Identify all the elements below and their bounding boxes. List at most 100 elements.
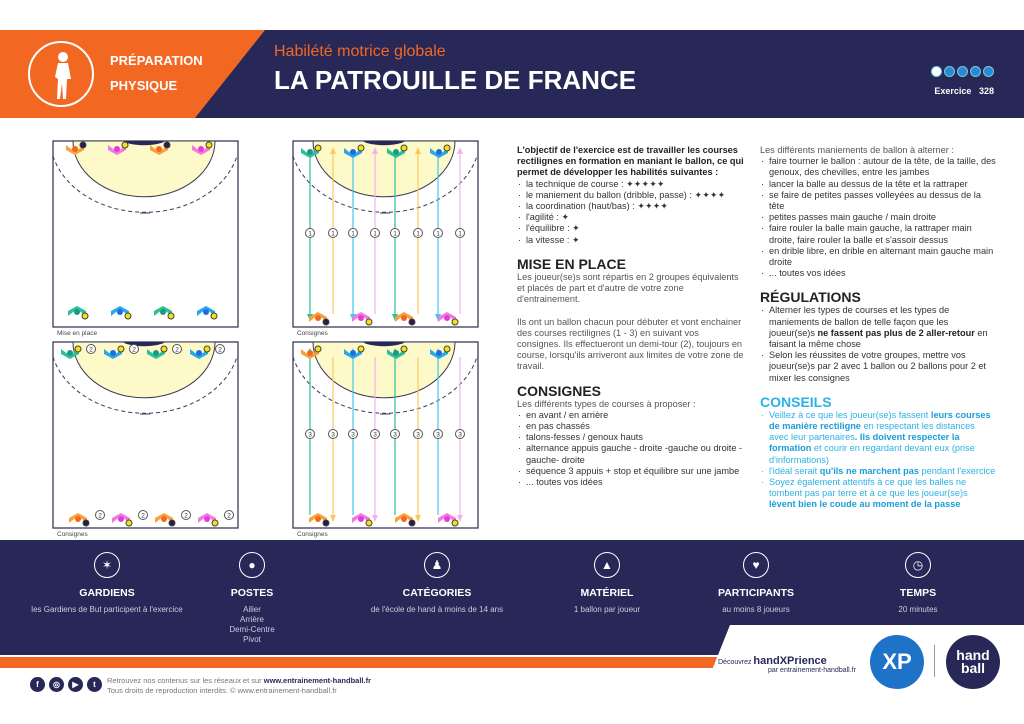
ball-icon: [74, 345, 82, 353]
diagram-label: Consignes: [297, 330, 328, 337]
info-label: PARTICIPANTS: [717, 587, 795, 599]
goalkeeper-icon: ✶: [94, 552, 120, 578]
list-item: en pas chassés: [517, 421, 745, 432]
goal-icon: [363, 342, 405, 347]
step-number: 3: [393, 432, 397, 439]
player-icon: [155, 513, 173, 523]
player-dot: [358, 315, 364, 321]
list-item: l'agilité : ✦: [517, 212, 745, 223]
player-dot: [350, 350, 356, 356]
player-icon: [438, 312, 456, 322]
arrow-head: [457, 147, 463, 154]
player-icon: [395, 513, 413, 523]
diagram-label: Mise en place: [57, 330, 97, 337]
ball-icon: [443, 144, 451, 152]
handxp-logo[interactable]: XP: [870, 635, 924, 689]
free-throw-line: [292, 155, 478, 213]
step-marker: [413, 429, 423, 439]
player-dot: [196, 350, 202, 356]
ball-icon: [365, 318, 373, 326]
column-left: L'objectif de l'exercice est de travaill…: [517, 145, 745, 488]
difficulty-ball-icon: [944, 66, 955, 77]
ball-icon: [357, 144, 365, 152]
ball-icon: [124, 312, 132, 320]
logo-divider: [934, 645, 935, 677]
step-number: 2: [184, 513, 188, 520]
player-dot: [307, 149, 313, 155]
player-icon: [352, 513, 370, 523]
goal-icon: [363, 141, 405, 146]
facebook-icon[interactable]: f: [30, 677, 45, 692]
step-number: 2: [141, 513, 145, 520]
list-item: le maniement du ballon (dribble, passe) …: [517, 190, 745, 201]
info-label: TEMPS: [899, 587, 937, 599]
step-marker: [305, 429, 315, 439]
step-marker: [413, 228, 423, 238]
list-item: séquence 3 appuis + stop et équilibre su…: [517, 466, 745, 477]
athlete-logo-icon: [28, 41, 94, 107]
ball-icon: [408, 519, 416, 527]
step-marker: [305, 228, 315, 238]
player-dot: [156, 146, 162, 152]
diagram-label: Consignes: [57, 531, 88, 538]
list-item: en avant / en arrière: [517, 410, 745, 421]
player-icon: [192, 145, 210, 155]
entrainement-handball-logo[interactable]: hand ball: [946, 635, 1000, 689]
list-item: faire tourner le ballon : autour de la t…: [760, 156, 996, 178]
cone-icon: ▲: [594, 552, 620, 578]
step-marker: [390, 429, 400, 439]
step-number: 2: [218, 347, 222, 354]
regulations-heading: RÉGULATIONS: [760, 289, 861, 306]
player-icon: [66, 145, 84, 155]
step-number: 2: [98, 513, 102, 520]
step-marker: [390, 228, 400, 238]
player-dot: [118, 516, 124, 522]
player-dot: [307, 350, 313, 356]
difficulty-ball-icon: [983, 66, 994, 77]
list-item: la technique de course : ✦✦✦✦✦: [517, 179, 745, 190]
diagram-setup: Mise en place: [52, 140, 239, 337]
arrow-head: [415, 147, 421, 154]
list-item: en drible libre, en drible en alternant …: [760, 246, 996, 268]
list-item: la coordination (haut/bas) : ✦✦✦✦: [517, 201, 745, 212]
consignes-heading: CONSIGNES: [517, 382, 602, 399]
instagram-icon[interactable]: ◎: [49, 677, 64, 692]
free-throw-line: [292, 356, 478, 414]
clock-icon: ◷: [905, 552, 931, 578]
player-icon: [430, 349, 448, 359]
conseil-item: Veillez à ce que les joueur(se)s fassent…: [760, 410, 996, 466]
goal-icon: [123, 141, 165, 146]
player-icon: [190, 349, 208, 359]
info-label: GARDIENS: [79, 587, 135, 599]
ball-icon: [322, 318, 330, 326]
youtube-icon[interactable]: ▶: [68, 677, 83, 692]
site-link[interactable]: www.entrainement-handball.fr: [263, 676, 371, 685]
player-dot: [401, 315, 407, 321]
step-number: 1: [308, 231, 312, 238]
ball-icon: [451, 519, 459, 527]
player-icon: [108, 145, 126, 155]
conseils-heading: CONSEILS: [760, 393, 832, 410]
player-icon: [198, 513, 216, 523]
arrow-head: [415, 515, 421, 522]
participants-icon: ♥: [743, 552, 769, 578]
player-dot: [203, 309, 209, 315]
arrow-head: [372, 147, 378, 154]
player-icon: [438, 513, 456, 523]
ball-icon: [125, 519, 133, 527]
player-dot: [436, 149, 442, 155]
player-dot: [436, 350, 442, 356]
twitter-icon[interactable]: t: [87, 677, 102, 692]
step-marker: [455, 228, 465, 238]
ball-icon: [79, 141, 87, 149]
info-label: CATÉGORIES: [402, 587, 472, 599]
player-icon: [150, 145, 168, 155]
player-dot: [160, 309, 166, 315]
player-dot: [114, 146, 120, 152]
player-dot: [198, 146, 204, 152]
mise-en-place-p2: Ils ont un ballon chacun pour débuter et…: [517, 316, 744, 372]
player-icon: [147, 349, 165, 359]
